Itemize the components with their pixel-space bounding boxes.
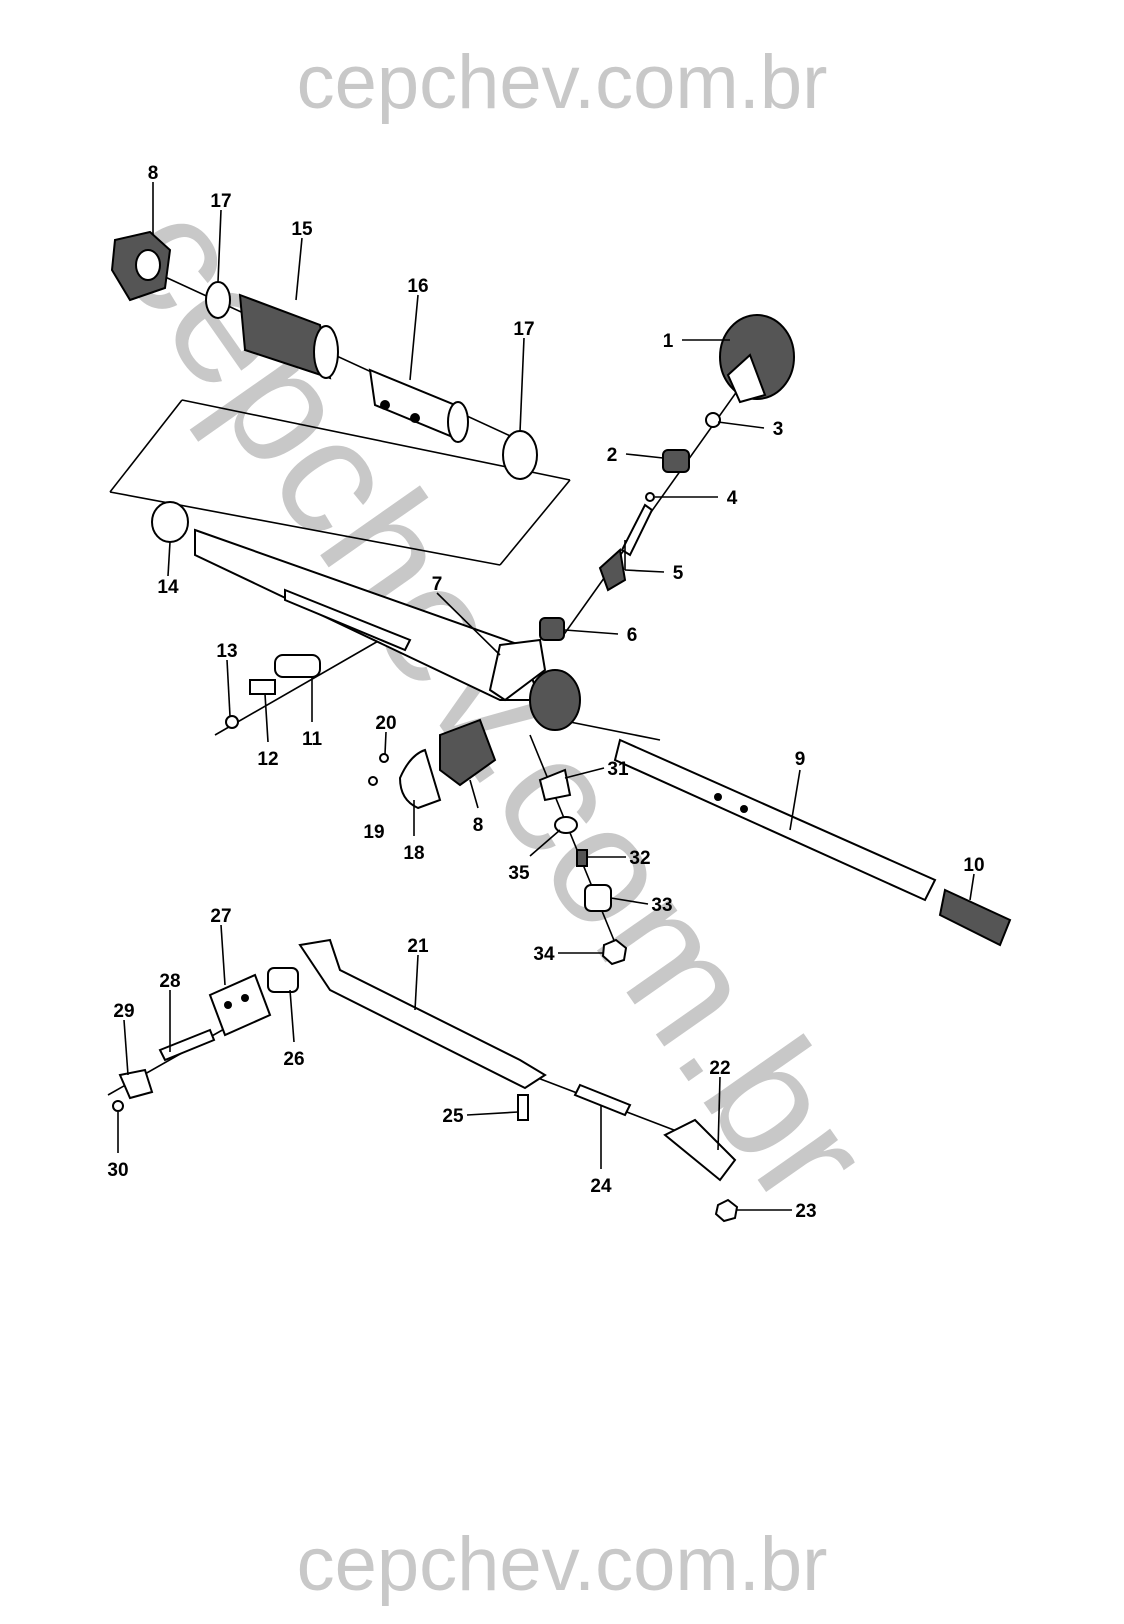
part-18-strap: [398, 748, 442, 810]
label-part-8-left: 8: [148, 163, 159, 184]
label-part-8-right: 8: [473, 815, 484, 836]
label-part-23: 23: [795, 1201, 816, 1222]
part-6-bearing: [539, 617, 565, 641]
label-part-27: 27: [210, 906, 231, 927]
part-17-clamp-left: [205, 281, 231, 319]
label-part-29: 29: [113, 1001, 134, 1022]
part-8-mount-left: [110, 230, 172, 302]
label-part-3: 3: [773, 419, 784, 440]
part-16-housing-tube: [368, 368, 469, 443]
part-23-nut: [714, 1198, 739, 1223]
label-part-34: 34: [533, 944, 555, 965]
part-22-tie-rod-end: [663, 1118, 737, 1182]
label-part-16: 16: [407, 276, 428, 297]
label-part-30: 30: [107, 1160, 128, 1181]
part-19-clip: [368, 776, 378, 786]
part-15-boot: [238, 293, 339, 380]
label-part-17-right: 17: [513, 319, 534, 340]
label-part-19: 19: [363, 822, 384, 843]
label-part-5: 5: [673, 563, 684, 584]
part-33-plug: [584, 884, 612, 912]
label-part-24: 24: [590, 1176, 612, 1197]
label-part-26: 26: [283, 1049, 304, 1070]
label-part-18: 18: [403, 843, 424, 864]
part-30-screw: [112, 1100, 124, 1112]
part-27-gasket: [208, 973, 272, 1037]
part-2-bushing: [662, 449, 690, 473]
part-3-washer: [705, 412, 721, 428]
part-35-oring: [554, 816, 578, 834]
label-part-33: 33: [651, 895, 672, 916]
label-part-32: 32: [629, 848, 650, 869]
part-32-spring: [576, 849, 588, 867]
part-5-pinion: [598, 503, 654, 592]
label-part-25: 25: [442, 1106, 464, 1127]
part-number-labels: 1 2 3 4 5 6 7 8 8 9 10 11 12 13 14 15 16…: [107, 163, 984, 1222]
label-part-17-left: 17: [210, 191, 231, 212]
part-31-yoke: [538, 768, 572, 802]
part-28-bolt: [158, 1028, 216, 1062]
part-20-clip: [379, 753, 389, 763]
watermark-bottom: cepchev.com.br: [297, 1522, 828, 1607]
label-part-6: 6: [627, 625, 638, 646]
part-1-dust-cover: [719, 314, 795, 404]
part-14-ring: [151, 501, 189, 543]
part-17-clamp-right: [502, 430, 538, 480]
label-part-20: 20: [375, 713, 396, 734]
label-part-35: 35: [508, 863, 530, 884]
label-part-10: 10: [963, 855, 984, 876]
label-part-11: 11: [302, 729, 323, 750]
part-24-stud: [573, 1083, 632, 1117]
part-13-washer: [225, 715, 239, 729]
label-part-2: 2: [607, 445, 618, 466]
label-part-13: 13: [216, 641, 237, 662]
label-part-14: 14: [157, 577, 179, 598]
label-part-4: 4: [727, 488, 738, 509]
part-10-boot-end: [938, 888, 1012, 947]
label-part-31: 31: [607, 759, 629, 780]
label-part-9: 9: [795, 749, 806, 770]
label-part-22: 22: [709, 1058, 730, 1079]
part-11-spacer: [274, 654, 321, 678]
part-25-bolt: [517, 1094, 529, 1121]
rack-housing: [194, 528, 581, 731]
part-4-ring: [645, 492, 655, 502]
part-9-rack: [613, 738, 937, 902]
leader-lines: [117, 182, 975, 1211]
label-part-12: 12: [257, 749, 278, 770]
label-part-1: 1: [663, 331, 674, 352]
label-part-7: 7: [432, 574, 443, 595]
label-part-28: 28: [159, 971, 180, 992]
part-12-plate: [249, 679, 276, 695]
part-34-nut: [601, 938, 628, 966]
part-26-bushing: [267, 967, 299, 993]
part-29-lock-plate: [118, 1068, 154, 1100]
part-7-pinion-housing: [488, 638, 547, 702]
watermark-top: cepchev.com.br: [297, 40, 828, 125]
part-8-mount-right: [439, 718, 497, 787]
part-21-tie-rod: [298, 938, 547, 1090]
label-part-15: 15: [291, 219, 313, 240]
label-part-21: 21: [407, 936, 429, 957]
